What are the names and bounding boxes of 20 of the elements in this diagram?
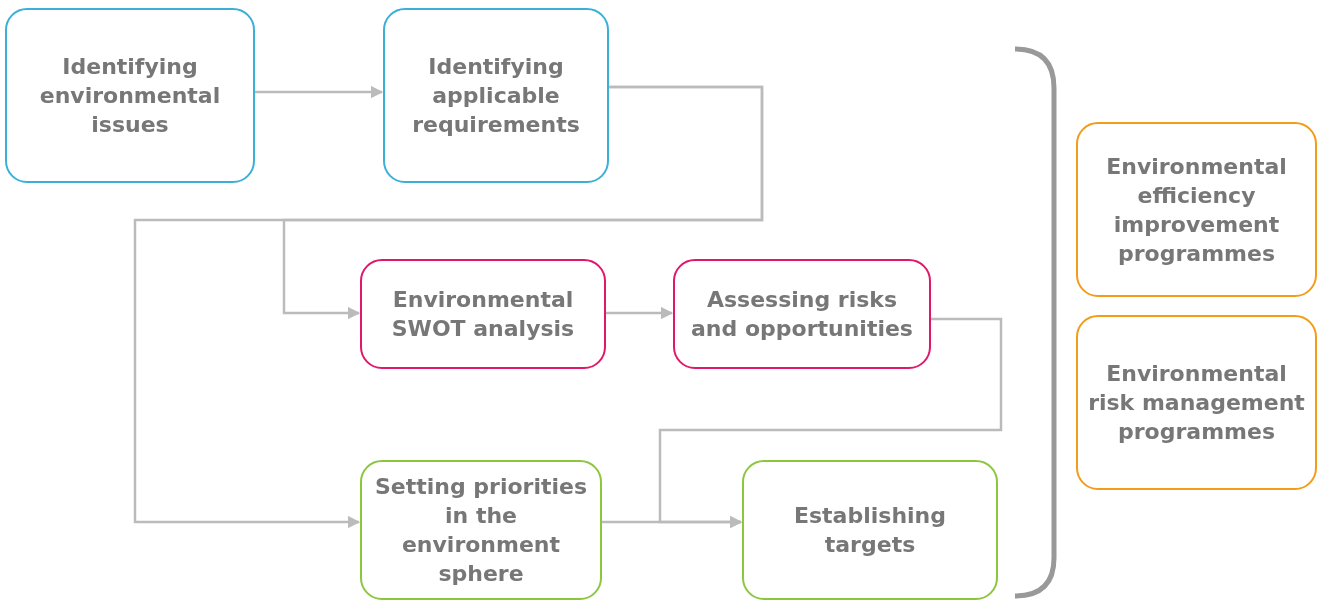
box-label: Identifying environmental issues xyxy=(38,53,222,139)
box-label: Identifying applicable requirements xyxy=(411,53,581,139)
arrow xyxy=(255,85,384,99)
process-box xyxy=(1076,122,1317,297)
arrow xyxy=(602,515,743,529)
arrow xyxy=(133,85,764,529)
process-box xyxy=(1076,315,1317,490)
process-box xyxy=(360,460,602,600)
process-box xyxy=(742,460,998,600)
box-label: Environmental risk management programmes xyxy=(1087,360,1306,446)
process-box xyxy=(360,259,606,369)
box-label: Environmental efficiency improvement programmes xyxy=(1105,152,1288,268)
box-label: Establishing targets xyxy=(793,502,947,559)
process-box xyxy=(5,8,255,183)
box-label: Setting priorities in the environment sphere xyxy=(373,473,589,588)
process-box xyxy=(673,259,931,369)
box-label: Environmental SWOT analysis xyxy=(390,286,576,343)
box-label: Assessing risks and opportunities xyxy=(690,286,914,343)
process-box xyxy=(383,8,609,183)
arrow xyxy=(606,306,674,320)
